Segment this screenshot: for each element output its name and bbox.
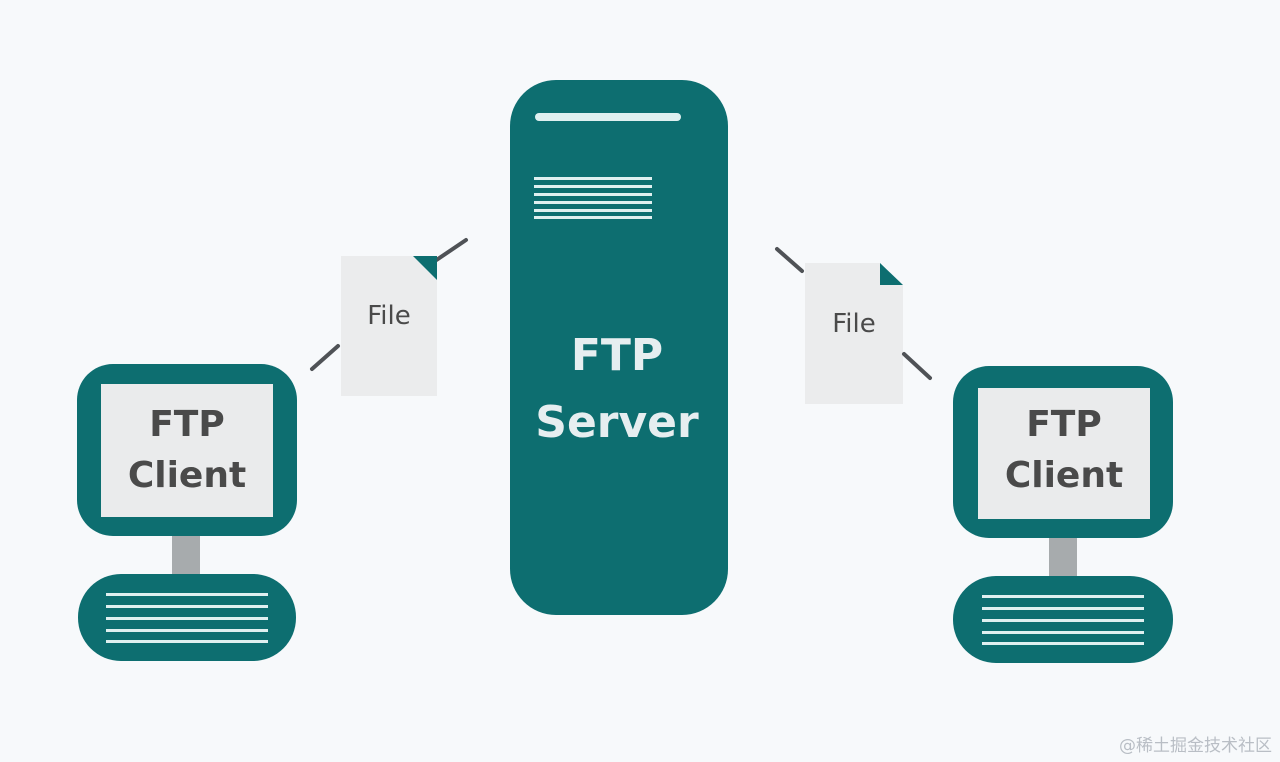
server-label-line1: FTP (571, 330, 663, 381)
client-stand-neck (172, 536, 200, 574)
arrow-shaft-upper (430, 238, 468, 265)
server-body (510, 80, 728, 615)
arrow-head (413, 256, 437, 280)
client-screen (978, 388, 1150, 519)
file-label: File (832, 309, 876, 339)
file-label: File (367, 301, 411, 331)
client-label-line2: Client (128, 455, 246, 496)
ftp-client-right: FTP Client (953, 366, 1173, 663)
arrow-shaft-lower (902, 352, 932, 380)
arrow-shaft-lower (310, 344, 340, 371)
server-vent-lines (534, 177, 652, 219)
watermark: @稀土掘金技术社区 (1119, 736, 1272, 756)
server-label-line2: Server (535, 397, 699, 448)
client-stand-neck (1049, 538, 1077, 576)
client-label-line1: FTP (1026, 404, 1102, 445)
document-icon (341, 256, 437, 396)
file-right: File (775, 247, 932, 404)
document-icon (805, 263, 903, 404)
arrow-head (880, 263, 903, 285)
client-label-line1: FTP (149, 404, 225, 445)
ftp-server: FTP Server (510, 80, 728, 615)
keyboard-lines (106, 593, 268, 643)
ftp-client-left: FTP Client (77, 364, 297, 661)
arrow-shaft-upper (775, 247, 804, 273)
server-top-slot (535, 113, 681, 121)
keyboard-lines (982, 595, 1144, 645)
client-label-line2: Client (1005, 455, 1123, 496)
file-left: File (310, 238, 468, 396)
client-screen (101, 384, 273, 517)
